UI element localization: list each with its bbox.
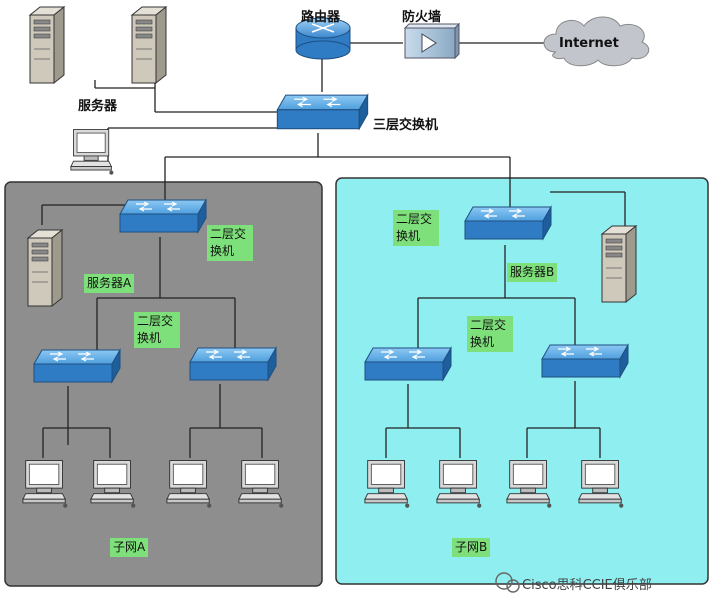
server-a-icon <box>27 229 63 307</box>
firewall-icon <box>403 22 461 60</box>
subnet-a-access-switch-label: 二层交换机 <box>134 312 180 348</box>
connection-lines <box>41 42 626 458</box>
server-icon <box>29 6 65 84</box>
wechat-logo-icon <box>495 572 520 593</box>
internet-cloud-icon <box>543 16 650 67</box>
subnet-b-core-switch-label: 二层交换机 <box>393 210 439 246</box>
subnet-b-label: 子网B <box>452 538 491 557</box>
pc-icon <box>22 460 68 509</box>
server-b-icon <box>601 225 637 303</box>
servers-label: 服务器 <box>78 99 118 114</box>
subnet-b-core-switch-icon <box>464 206 552 240</box>
server-b-label: 服务器B <box>507 263 558 282</box>
firewall-label: 防火墙 <box>402 10 442 25</box>
subnet-a-core-switch-icon <box>119 199 207 233</box>
l3-switch-label: 三层交换机 <box>373 118 439 133</box>
subnet-a-access-switch-2-icon <box>189 347 277 381</box>
pc-icon <box>90 460 136 509</box>
pc-icon <box>506 460 552 509</box>
pc-icon <box>166 460 212 509</box>
pc-icon <box>238 460 284 509</box>
subnet-a-core-switch-label: 二层交换机 <box>207 225 253 261</box>
subnet-a-access-switch-1-icon <box>33 349 121 383</box>
watermark-text: Cisco思科CCIE俱乐部 <box>522 578 652 593</box>
router-label: 路由器 <box>301 10 341 25</box>
subnet-b-access-switch-1-icon <box>364 347 452 381</box>
router-icon <box>295 17 351 60</box>
l3-switch-icon <box>276 94 369 130</box>
subnet-b-access-switch-2-icon <box>541 344 629 378</box>
pc-icon <box>578 460 624 509</box>
server-icon <box>131 6 167 84</box>
internet-label: Internet <box>559 36 619 51</box>
pc-icon <box>364 460 410 509</box>
management-pc-icon <box>70 129 114 176</box>
pc-icon <box>436 460 482 509</box>
subnet-b-access-switch-label: 二层交换机 <box>467 316 513 352</box>
server-a-label: 服务器A <box>84 274 135 293</box>
subnet-a-label: 子网A <box>110 538 149 557</box>
